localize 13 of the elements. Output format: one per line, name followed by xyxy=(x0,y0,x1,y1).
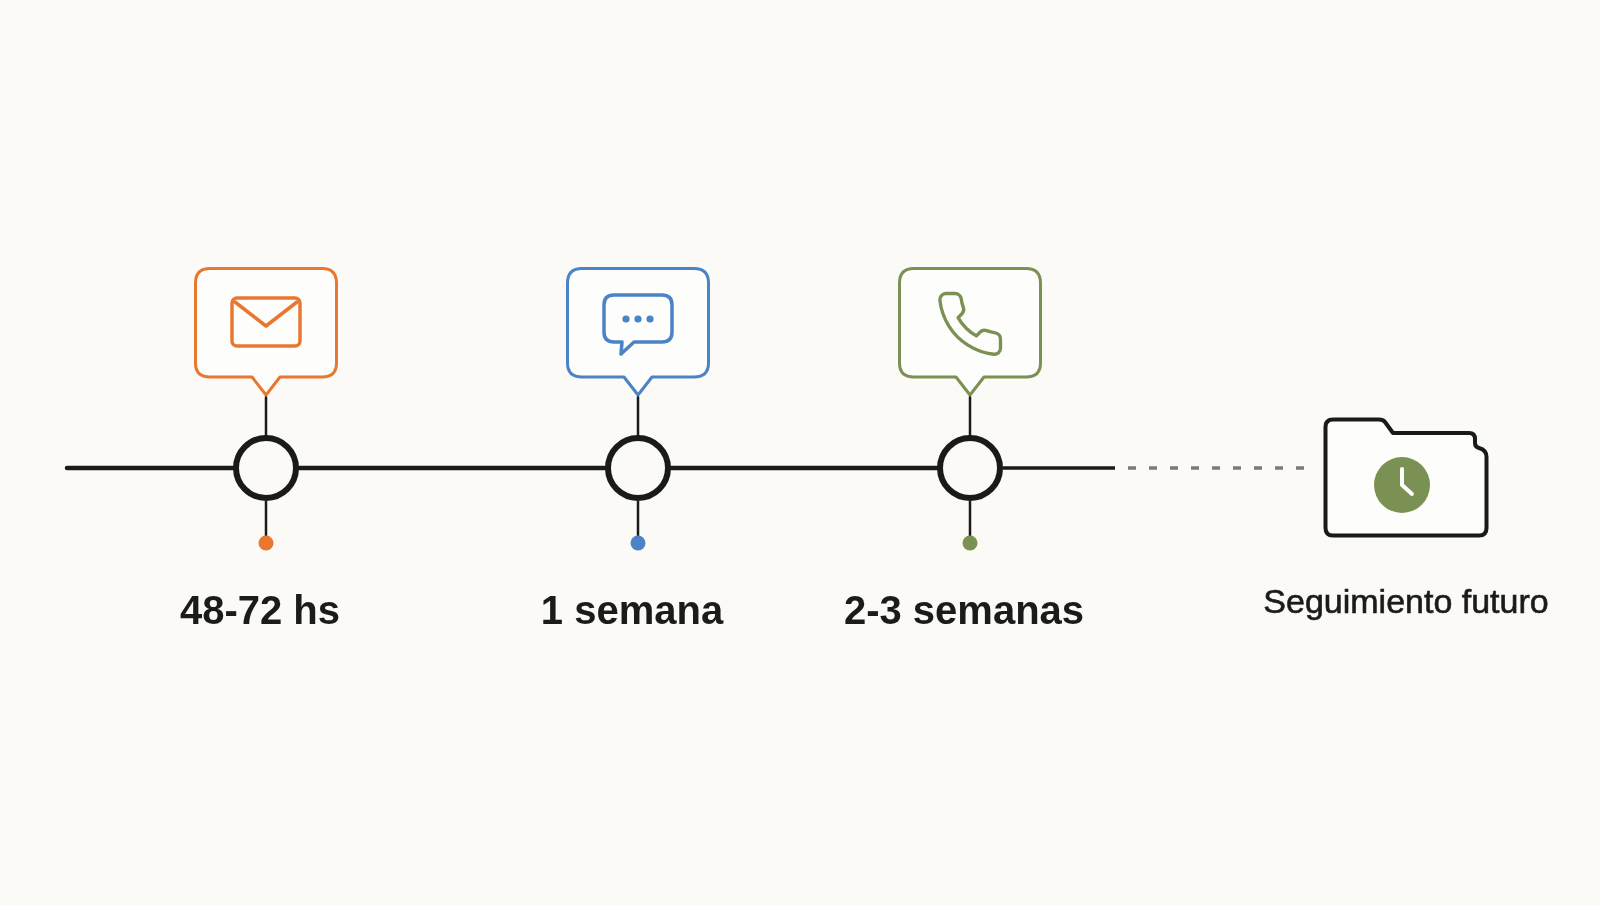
stem-line xyxy=(264,395,268,437)
speech-bubble xyxy=(194,267,338,397)
caption-label: Seguimiento futuro xyxy=(1263,582,1549,622)
time-label: 48-72 hs xyxy=(179,587,341,633)
timeline-line xyxy=(668,465,940,471)
timeline-line xyxy=(296,465,608,471)
speech-bubble xyxy=(898,267,1042,397)
stem-line xyxy=(968,395,972,437)
speech-bubble xyxy=(566,267,710,397)
stem-line xyxy=(636,395,640,437)
time-label: 1 semana xyxy=(540,587,724,633)
time-label: 2-3 semanas xyxy=(843,587,1085,633)
timeline-line xyxy=(64,465,236,471)
